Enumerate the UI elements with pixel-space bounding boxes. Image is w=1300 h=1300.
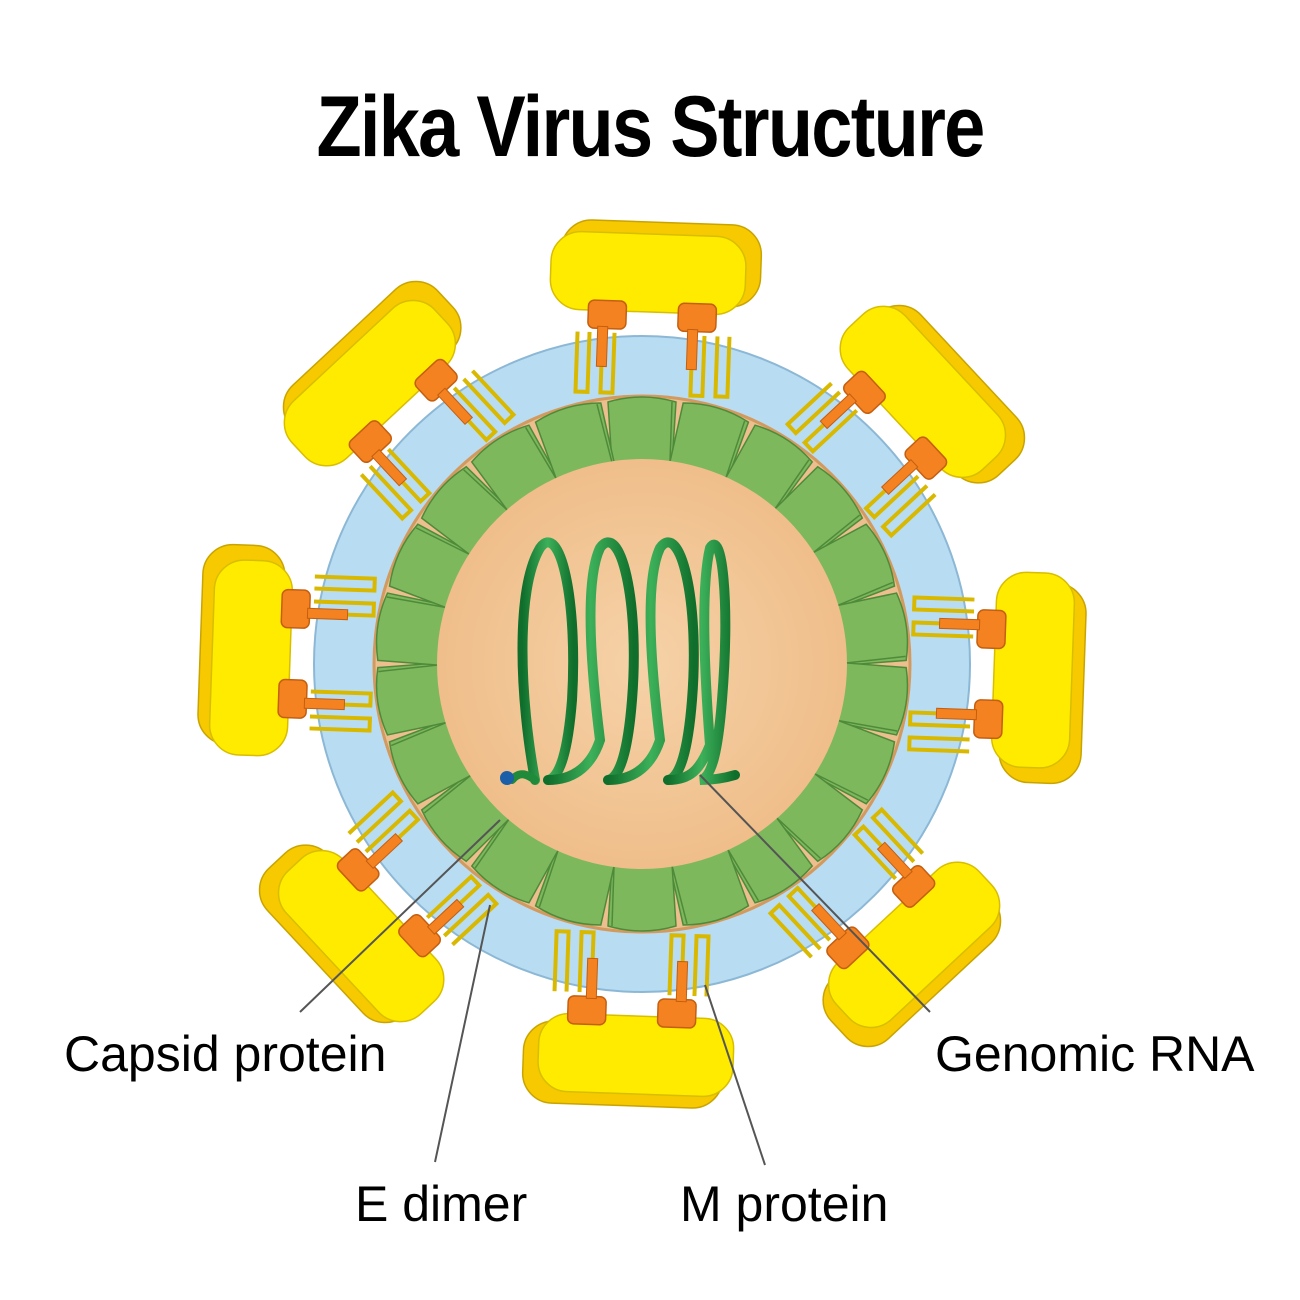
e-protein (277, 849, 445, 1023)
m-protein-stem (426, 898, 465, 935)
transmembrane-stem (573, 331, 592, 394)
m-protein-stem (365, 832, 404, 869)
transmembrane-stem (713, 336, 732, 399)
transmembrane-stem (442, 892, 500, 947)
transmembrane-stem (912, 595, 975, 614)
e-protein (839, 305, 1007, 479)
transmembrane-stem (692, 934, 711, 997)
capsid-protein (607, 863, 677, 932)
m-protein-stem (437, 387, 474, 426)
e-protein (283, 299, 457, 467)
m-protein-stem (306, 607, 349, 621)
e-protein-ring (197, 219, 1087, 1109)
m-protein (973, 699, 1004, 740)
m-protein-stem (585, 957, 599, 1000)
e-dimer-unit (784, 304, 1026, 539)
genomic-rna-helix (508, 537, 740, 785)
transmembrane-stem (552, 929, 571, 992)
e-dimer-unit (521, 929, 735, 1109)
capsid-protein (607, 396, 677, 465)
leader-lines (299, 774, 931, 1166)
m-protein (677, 302, 718, 333)
m-protein-stem (810, 902, 847, 941)
e-protein (990, 571, 1076, 769)
inner-core (437, 459, 847, 869)
capsid-protein-ring (375, 396, 909, 932)
m-protein-stem (819, 393, 858, 430)
label-e-dimer: E dimer (355, 1176, 528, 1232)
m-protein-stem (935, 707, 978, 721)
transmembrane-stem (880, 484, 937, 539)
m-protein (656, 998, 697, 1029)
m-protein-stem (880, 459, 919, 496)
m-protein-stem (595, 325, 609, 368)
transmembrane-stem (767, 902, 822, 959)
e-dimer-unit (197, 543, 377, 757)
m-protein-stem (876, 841, 913, 880)
e-dimer-unit (282, 280, 517, 522)
transmembrane-stem (870, 806, 925, 864)
label-capsid-protein: Capsid protein (64, 1026, 387, 1082)
leader-genomic (699, 774, 931, 1013)
m-protein-stem (685, 328, 699, 371)
m-protein-stem (675, 960, 689, 1003)
transmembrane-stem (309, 714, 372, 733)
transmembrane-stem (462, 369, 517, 426)
e-dimer-unit (767, 806, 1002, 1048)
e-protein (549, 230, 747, 316)
e-dimer-unit (549, 219, 763, 399)
m-protein (566, 995, 607, 1026)
e-dimer-unit (907, 571, 1087, 785)
m-protein (976, 609, 1007, 650)
label-genomic-rna: Genomic RNA (935, 1026, 1255, 1082)
m-protein-stem (303, 697, 346, 711)
transmembrane-stem (314, 574, 377, 593)
transmembrane-stem (907, 735, 970, 754)
m-protein (587, 299, 628, 330)
transmembrane-stem (359, 464, 414, 522)
leader-edimer (434, 904, 491, 1163)
transmembrane-stem (784, 381, 842, 436)
e-protein (827, 861, 1001, 1029)
transmembrane-stem (347, 789, 404, 844)
rna-end-dot (500, 771, 514, 785)
e-protein (537, 1012, 735, 1098)
label-m-protein: M protein (680, 1176, 889, 1232)
capsid-protein (810, 718, 896, 805)
diagram-title: Zika Virus Structure (316, 79, 985, 175)
leader-mprotein (704, 984, 766, 1166)
m-protein (277, 678, 308, 719)
e-dimer-unit (258, 789, 500, 1024)
m-protein (280, 588, 311, 629)
leader-capsid (299, 819, 501, 1013)
m-protein-stem (371, 448, 408, 487)
e-protein (208, 559, 294, 757)
m-protein-stem (938, 617, 981, 631)
